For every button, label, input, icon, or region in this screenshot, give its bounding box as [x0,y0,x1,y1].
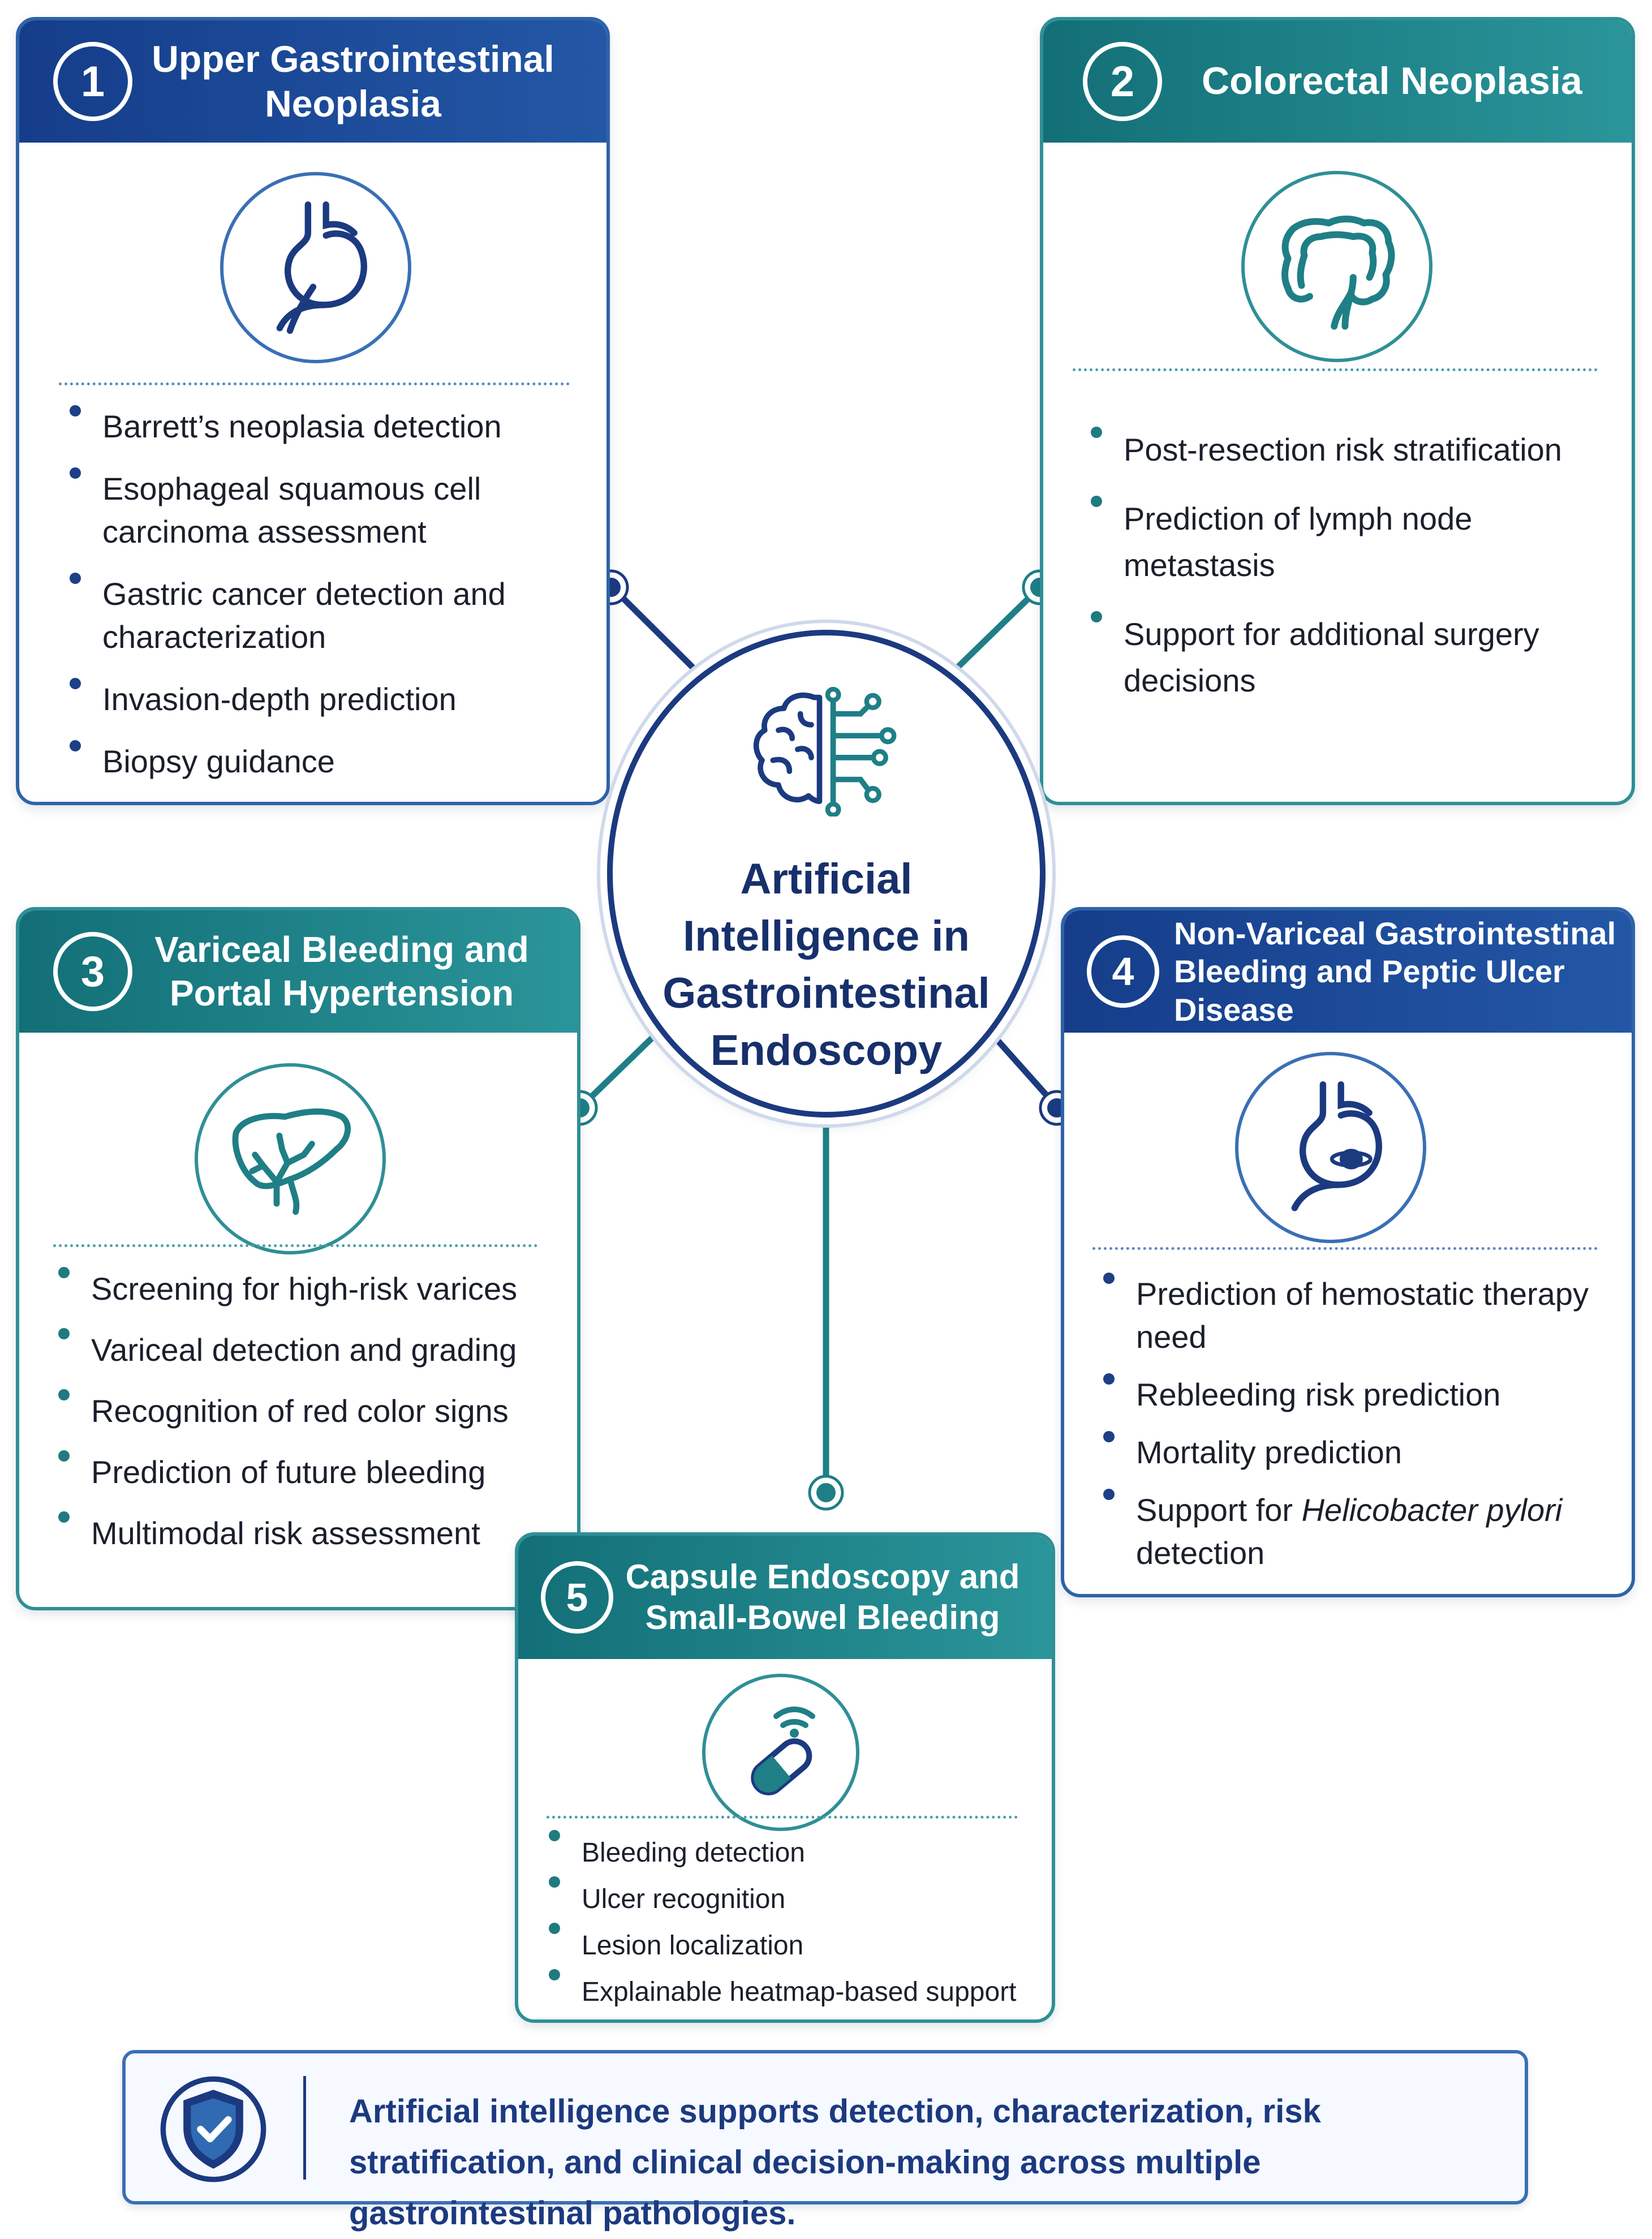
wireless-capsule-icon [751,1707,815,1795]
panel-variceal-bleeding: 3 Variceal Bleeding and Portal Hypertens… [16,907,580,1610]
connector-line-2 [955,585,1042,670]
list-item: Post-resection risk stratification [1083,427,1603,473]
icon-circle [195,1063,386,1254]
list-item: Biopsy guidance [62,740,582,783]
panel-title: Capsule Endoscopy and Small-Bowel Bleedi… [625,1558,1020,1636]
connector-node-5 [811,1477,841,1508]
list-item: Support for Helicobacter pylori detectio… [1095,1489,1616,1575]
panel-number-badge: 2 [1083,42,1162,121]
liver-icon [232,1108,351,1215]
list-item: Support for additional surgery decisions [1083,611,1603,704]
list-item: Explainable heatmap-based support [541,1969,1039,2015]
panel-header: 2 Colorectal Neoplasia [1043,20,1632,143]
icon-circle [1235,1052,1426,1243]
panel-number-badge: 1 [53,42,132,121]
icon-circle [220,172,411,363]
list-item: Mortality prediction [1095,1431,1616,1474]
list-item: Prediction of future bleeding [50,1450,571,1494]
divider [547,1816,1018,1819]
item-list: Bleeding detection Ulcer recognition Les… [541,1830,1039,2015]
stomach-ulcer-icon [1291,1081,1382,1211]
panel-title: Colorectal Neoplasia [1202,59,1582,103]
list-item: Screening for high-risk varices [50,1267,571,1311]
list-item: Variceal detection and grading [50,1328,571,1372]
connector-line-1 [612,587,695,670]
shield-check-icon [160,2076,266,2182]
list-item: Esophageal squamous cell carcinoma asses… [62,467,582,553]
colon-icon [1281,216,1395,330]
icon-circle [1241,171,1432,362]
divider [53,1244,537,1247]
panel-title: Variceal Bleeding and Portal Hypertensio… [154,929,529,1013]
list-item: Rebleeding risk prediction [1095,1373,1616,1416]
item-list: Screening for high-risk varices Variceal… [50,1267,571,1555]
list-item: Prediction of lymph node metastasis [1083,496,1603,588]
panel-number-badge: 5 [541,1561,613,1634]
list-item: Ulcer recognition [541,1876,1039,1923]
panel-colorectal-neoplasia: 2 Colorectal Neoplasia Post-resection ri… [1040,17,1635,805]
footer-summary: Artificial intelligence supports detecti… [122,2050,1528,2232]
footer-separator [303,2076,306,2180]
panel-upper-gi-neoplasia: 1 Upper Gastrointestinal Neoplasia Barre… [16,17,610,805]
list-item-text: Support for [1136,1492,1302,1528]
panel-title: Upper Gastrointestinal Neoplasia [152,37,554,124]
list-item: Bleeding detection [541,1830,1039,1876]
item-list: Barrett’s neoplasia detection Esophageal… [62,405,582,783]
panel-header: 4 Non-Variceal Gastrointestinal Bleeding… [1064,910,1632,1033]
item-list: Prediction of hemostatic therapy need Re… [1095,1273,1616,1575]
list-item: Recognition of red color signs [50,1389,571,1433]
list-item: Lesion localization [541,1923,1039,1969]
panel-header: 5 Capsule Endoscopy and Small-Bowel Blee… [518,1536,1052,1659]
panel-capsule-endoscopy: 5 Capsule Endoscopy and Small-Bowel Blee… [515,1532,1055,2023]
panel-header: 3 Variceal Bleeding and Portal Hypertens… [19,910,577,1033]
divider [1092,1247,1598,1250]
panel-number-badge: 3 [53,932,132,1011]
list-item: Prediction of hemostatic therapy need [1095,1273,1616,1359]
central-hub: Artificial Intelligence in Gastrointesti… [607,630,1046,1118]
footer-text: Artificial intelligence supports detecti… [349,2093,1321,2232]
list-item: Gastric cancer detection and characteriz… [62,573,582,659]
panel-non-variceal-bleeding: 4 Non-Variceal Gastrointestinal Bleeding… [1061,907,1635,1597]
panel-number-badge: 4 [1087,935,1159,1008]
list-item: Barrett’s neoplasia detection [62,405,582,448]
panel-title: Non-Variceal Gastrointestinal Bleeding a… [1174,916,1616,1028]
item-list: Post-resection risk stratification Predi… [1083,427,1603,704]
icon-circle [702,1674,859,1831]
list-item: Multimodal risk assessment [50,1511,571,1555]
divider [59,383,570,385]
list-item: Invasion-depth prediction [62,678,582,721]
panel-header: 1 Upper Gastrointestinal Neoplasia [19,20,606,143]
divider [1073,368,1598,371]
central-title: Artificial Intelligence in Gastrointesti… [662,855,990,1075]
stomach-icon [276,201,367,334]
ai-brain-circuit-icon [753,686,897,816]
list-item-italic-term: Helicobacter pylori [1301,1492,1563,1528]
list-item-text: detection [1136,1535,1265,1571]
